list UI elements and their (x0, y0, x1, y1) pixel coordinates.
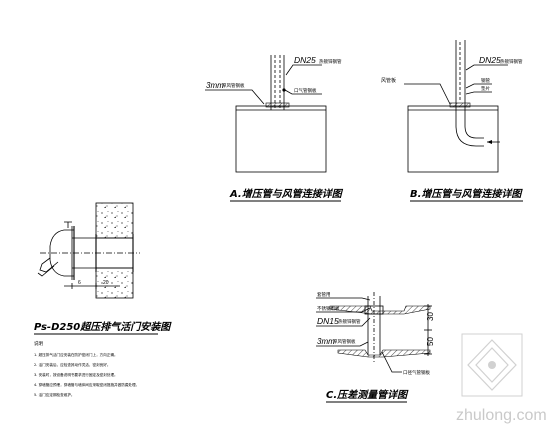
watermark-logo-box (461, 333, 523, 397)
detail-ps-note-4: 4. 穿墙管应预埋，穿墙管与墙体间应采取密闭措施并做防腐处理。 (34, 382, 139, 387)
detail-c-leader-wall (316, 341, 369, 347)
detail-b-pipe-inner (464, 40, 484, 139)
watermark-logo-dot (488, 361, 496, 369)
detail-a-leader-pipe (285, 64, 322, 76)
detail-b-leader-duct (404, 83, 451, 105)
detail-c-label-2: 不锈钢用板 (317, 305, 340, 312)
detail-c-sleeve (364, 305, 384, 315)
detail-b-pipe-outer (455, 40, 484, 147)
detail-c-wall-label: 3mm (317, 337, 335, 346)
detail-a-flange (265, 102, 290, 108)
detail-c-pipe-label: DN15 (317, 316, 339, 326)
detail-b-leader-pipe (465, 64, 508, 71)
detail-ps-note-5: 5. 活门应定期检查维护。 (34, 392, 75, 397)
detail-ps-counterweight-2 (37, 265, 55, 277)
detail-ps: 6 20 Ps-D250超压排气活门安装图 说明 1. 超压排气活门应安装在防护… (34, 202, 172, 397)
detail-ps-wall-lower (95, 267, 134, 299)
detail-c-pipe-note: 热镀锌钢管 (338, 318, 361, 325)
detail-ps-counterweight (39, 257, 59, 273)
detail-c-dim-bottom: 50 (426, 337, 435, 346)
detail-b-duct-label: 风管板 (381, 77, 396, 84)
detail-c-leader-1 (316, 297, 371, 301)
detail-b-pipe-note: 热镀锌钢管 (500, 58, 523, 65)
detail-b-flow-arrowhead (487, 140, 492, 144)
detail-ps-hinge (64, 221, 72, 228)
detail-c-dim-top: 30 (426, 312, 435, 321)
detail-b-note-1: 钢管 (481, 77, 490, 84)
detail-b-leader-note1 (465, 83, 492, 89)
detail-b-pipe-label: DN25 (479, 55, 501, 65)
watermark: zhulong.com (456, 333, 547, 424)
detail-c-valve-note: 口径气管钢板 (403, 369, 430, 376)
detail-a-wall-label: 3mm (206, 81, 224, 90)
detail-c-leader-2 (316, 307, 371, 313)
detail-ps-wall-upper (95, 202, 134, 239)
detail-c-leader-valve (381, 351, 402, 373)
watermark-logo-mark (467, 339, 517, 391)
detail-ps-title: Ps-D250超压排气活门安装图 (34, 321, 172, 333)
detail-b-leader-note2 (465, 91, 492, 95)
detail-ps-dim-1: 6 (78, 280, 81, 286)
detail-b-duct (407, 105, 499, 173)
detail-ps-note-1: 1. 超压排气活门应安装在防护密闭门上，方向正确。 (34, 352, 118, 357)
detail-a-duct (235, 105, 327, 173)
detail-b-flange (449, 102, 471, 108)
detail-a-pipe-label: DN25 (294, 55, 316, 65)
detail-a-leader-wall (205, 89, 265, 105)
detail-c-title: C.压差测量管详图 (326, 389, 409, 401)
detail-a-pipe-note: 热镀锌钢管 (319, 58, 342, 65)
detail-a-valve-note: 口气管钢板 (294, 87, 317, 94)
detail-b-title: B.增压管与风管连接详图 (410, 188, 523, 200)
detail-c-wall-note: 厚风管钢板 (333, 338, 356, 345)
detail-a-valve-marker (282, 88, 286, 92)
detail-a-wall-note: 厚风管钢板 (222, 82, 245, 89)
detail-c: 30 50 套管用 不锈钢用板 DN15 热镀锌钢管 3mm 厚风管钢板 口径气… (316, 291, 435, 403)
detail-a-leader-valve (284, 89, 322, 95)
detail-ps-dim-2: 20 (103, 280, 109, 286)
detail-c-bottom-plate (337, 349, 431, 358)
detail-c-label-1: 套管用 (317, 291, 331, 298)
detail-a: DN25 热镀锌钢管 3mm 厚风管钢板 口气管钢板 A.增压管与风管连接详图 (205, 55, 344, 202)
watermark-text: zhulong.com (456, 407, 547, 424)
detail-b: 风管板 DN25 热镀锌钢管 钢管 垫片 B.增压管与风管连接详图 (381, 40, 523, 202)
detail-ps-note-3: 3. 安装时，按设备说明书要求进行固定及密封处理。 (34, 372, 118, 377)
detail-c-leader-pipe (316, 317, 371, 327)
detail-ps-notes-heading: 说明 (34, 340, 43, 347)
detail-b-note-2: 垫片 (481, 85, 490, 92)
detail-a-title: A.增压管与风管连接详图 (229, 188, 344, 200)
detail-ps-note-2: 2. 活门安装后，应检查其动作灵活，密封良好。 (34, 362, 110, 367)
